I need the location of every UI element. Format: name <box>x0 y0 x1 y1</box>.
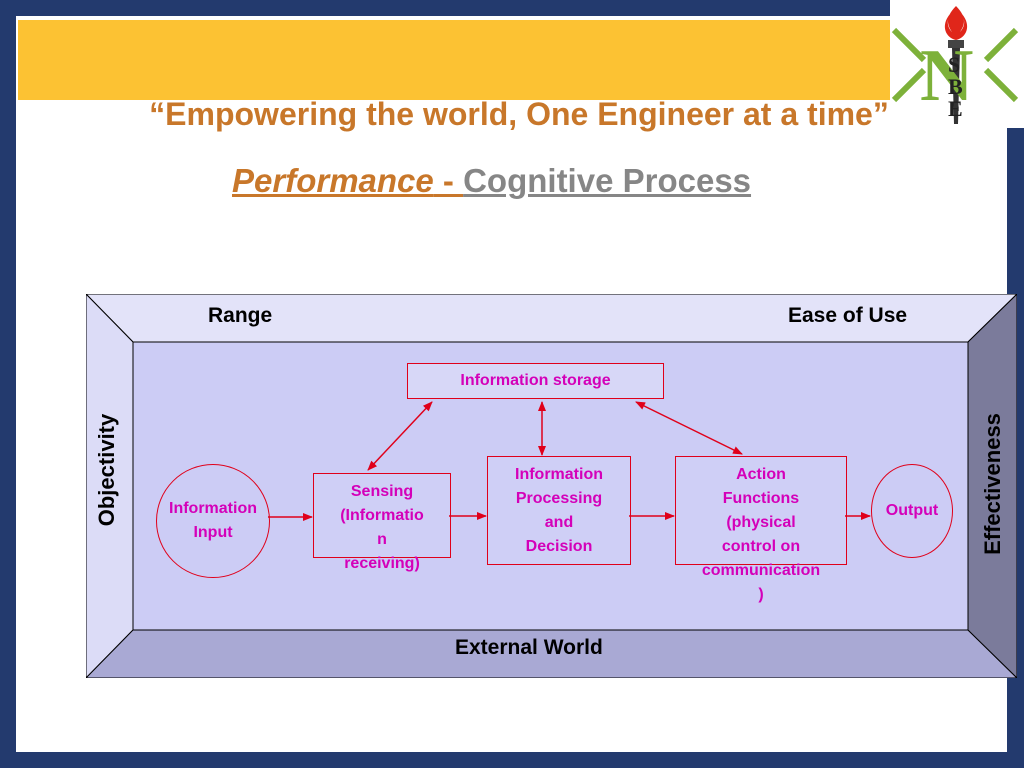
arrow-storage-sensing <box>367 401 433 471</box>
node-information-input: Information Input <box>156 464 270 578</box>
logo-letter-n: N <box>920 35 973 117</box>
node-processing: Information Processing and Decision <box>487 456 631 565</box>
logo-letter-b: B <box>948 74 963 99</box>
node-sensing-label: Sensing (Informatio n receiving) <box>340 482 424 572</box>
label-ease-of-use: Ease of Use <box>788 304 908 327</box>
node-output-label: Output <box>885 502 939 519</box>
logo-letter-s: S <box>948 52 960 77</box>
label-range: Range <box>208 304 273 327</box>
node-action-functions-label: Action Functions (physical control on co… <box>701 465 821 603</box>
title-rest: Cognitive Process <box>463 162 752 199</box>
node-action-functions: Action Functions (physical control on co… <box>675 456 847 603</box>
logo-letter-e: E <box>948 96 963 121</box>
label-external-world: External World <box>455 636 603 659</box>
header-banner <box>18 20 890 100</box>
title-emphasis: Performance <box>232 162 434 199</box>
node-sensing: Sensing (Informatio n receiving) <box>313 473 451 572</box>
sbe-logo: N S B E <box>890 0 1024 128</box>
headline: “Empowering the world, One Engineer at a… <box>149 96 889 132</box>
title-dash: - <box>433 162 464 199</box>
node-processing-label: Information Processing and Decision <box>515 465 603 555</box>
page-title: Performance - Cognitive Process <box>232 162 751 200</box>
node-information-input-label: Information Input <box>169 500 257 541</box>
torch-flame-logo <box>944 6 968 40</box>
node-information-storage: Information storage <box>407 363 664 399</box>
node-output: Output <box>871 464 953 558</box>
arrow-storage-action <box>635 401 743 455</box>
node-information-storage-label: Information storage <box>460 372 611 389</box>
